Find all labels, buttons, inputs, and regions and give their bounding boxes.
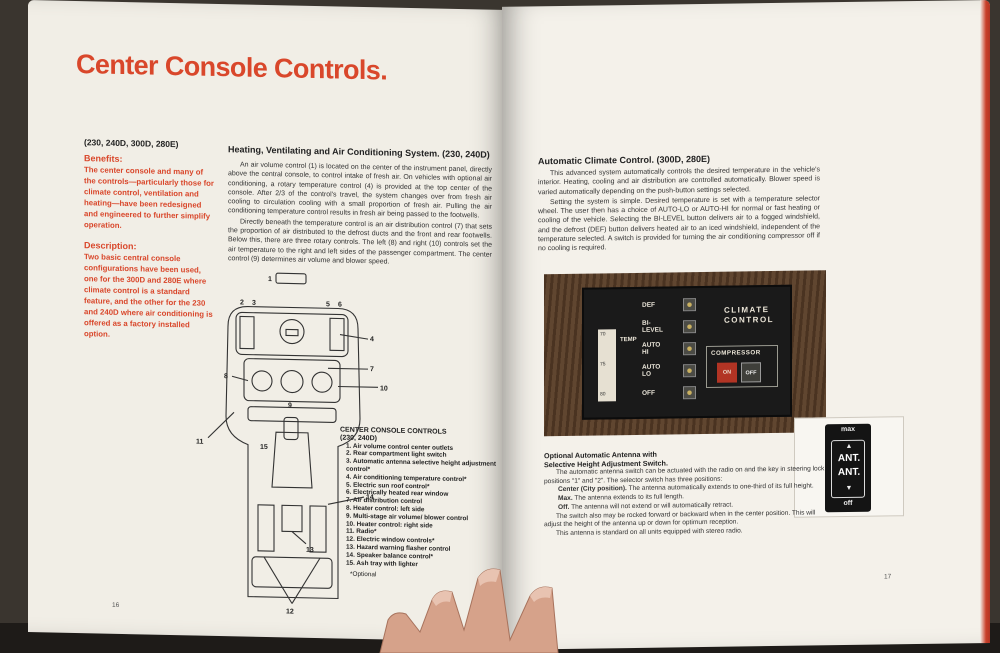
- page-title: Center Console Controls.: [76, 49, 388, 86]
- diagram-number-14: 14: [366, 494, 374, 501]
- diagram-number-8: 8: [224, 373, 228, 380]
- right-switch-stack: [329, 317, 345, 352]
- antenna-position-label: Center (City position).: [558, 485, 627, 494]
- leader-line: [291, 531, 307, 545]
- antenna-label: ANT.: [837, 452, 861, 465]
- auto-lo-button[interactable]: [683, 364, 696, 378]
- temperature-wheel: 70 75 80: [598, 329, 616, 402]
- console-diagram-drawing: 1 2 3 5 6 4 7 8 9 10 11 15 14 13 12: [196, 272, 388, 616]
- radio-outline: [247, 406, 337, 423]
- hvac-section-body: An air volume control (1) is located on …: [228, 160, 492, 270]
- left-heater-knob: [251, 370, 273, 392]
- antenna-position-label: Off.: [558, 503, 570, 511]
- antenna-max-label: max: [840, 425, 855, 434]
- antenna-body: The automatic antenna switch can be actu…: [544, 465, 834, 539]
- leader-line: [231, 375, 249, 382]
- antenna-position-label: Max.: [558, 494, 573, 503]
- leader-line: [327, 496, 365, 505]
- climate-section-body: This advanced system automatically contr…: [538, 165, 820, 255]
- bilevel-button-label: BI- LEVEL: [642, 319, 663, 334]
- antenna-heading: Optional Automatic Antenna with Selectiv…: [544, 449, 668, 469]
- climate-paragraph: This advanced system automatically contr…: [538, 166, 820, 196]
- hand-image: [379, 568, 559, 653]
- hvac-paragraph: An air volume control (1) is located on …: [228, 161, 492, 220]
- console-outline: [225, 306, 361, 600]
- diagram-number-2: 2: [240, 299, 244, 306]
- off-button[interactable]: [683, 386, 696, 400]
- ash-tray: [251, 556, 333, 589]
- page-number-left: 16: [112, 601, 120, 609]
- shifter-boot: [271, 431, 313, 489]
- page-number-right: 17: [884, 573, 892, 581]
- leader-line: [263, 556, 293, 604]
- air-volume-control-outline: [275, 272, 307, 285]
- leader-line: [338, 385, 378, 388]
- leader-line: [291, 557, 321, 604]
- shift-knob: [283, 416, 299, 441]
- diagram-number-6: 6: [338, 301, 342, 308]
- diagram-number-12: 12: [286, 608, 294, 615]
- climate-paragraph: Setting the system is simple. Desired te…: [538, 195, 820, 253]
- temp-mark: 75: [600, 361, 606, 368]
- temp-mark: 80: [600, 391, 606, 398]
- temp-label: TEMP: [620, 336, 637, 344]
- right-heater-knob: [311, 371, 333, 393]
- diagram-number-9: 9: [288, 402, 292, 409]
- climate-control-photo: 70 75 80 TEMP DEF BI- LEVEL AUTO HI AUTO…: [544, 270, 826, 437]
- leader-line: [207, 411, 235, 439]
- benefits-text: The center console and many of the contr…: [84, 165, 214, 230]
- leader-line: [339, 333, 369, 340]
- antenna-position-text: The antenna will not extend or will auto…: [571, 501, 734, 511]
- bilevel-button[interactable]: [683, 320, 696, 334]
- diagram-number-5: 5: [326, 301, 330, 308]
- diagram-number-13: 13: [306, 547, 314, 554]
- def-button[interactable]: [683, 298, 696, 312]
- def-button-label: DEF: [642, 301, 655, 309]
- diagram-number-3: 3: [252, 300, 256, 307]
- right-window-switches: [309, 505, 327, 553]
- antenna-position-text: The antenna extends to its full length.: [574, 493, 684, 502]
- hvac-section-title: Heating, Ventilating and Air Conditionin…: [228, 144, 490, 160]
- rotary-control-panel: [243, 358, 341, 403]
- hvac-paragraph: Directly beneath the temperature control…: [228, 218, 492, 266]
- antenna-label: ANT.: [837, 466, 861, 479]
- up-arrow-icon: ▲: [845, 442, 853, 451]
- diagram-number-11: 11: [196, 439, 204, 446]
- left-page: Center Console Controls. (230, 240D, 300…: [28, 0, 506, 643]
- climate-control-panel: 70 75 80 TEMP DEF BI- LEVEL AUTO HI AUTO…: [582, 284, 792, 420]
- hazard-switch: [281, 504, 303, 533]
- antenna-position-text: The antenna automatically extends to one…: [628, 482, 814, 493]
- temperature-knob: [279, 318, 305, 345]
- models-label: (230, 240D, 300D, 280E): [84, 137, 179, 150]
- blower-knob: [280, 369, 304, 394]
- compressor-on-button[interactable]: ON: [717, 362, 737, 383]
- climate-section-title: Automatic Climate Control. (300D, 280E): [538, 153, 711, 167]
- down-arrow-icon: ▼: [845, 484, 853, 493]
- auto-hi-button-label: AUTO HI: [642, 341, 661, 356]
- off-button-label: OFF: [642, 389, 655, 397]
- auto-hi-button[interactable]: [683, 342, 696, 356]
- left-window-switches: [257, 504, 275, 552]
- console-diagram: 1 2 3 5 6 4 7 8 9 10 11 15 14 13 12: [188, 265, 398, 619]
- compressor-off-button[interactable]: OFF: [741, 362, 761, 383]
- temp-mark: 70: [600, 331, 606, 338]
- antenna-rocker[interactable]: ▲ ANT. ANT. ▼: [831, 439, 865, 499]
- diagram-number-7: 7: [370, 366, 374, 373]
- left-switch-stack: [239, 315, 255, 350]
- leader-line: [328, 367, 368, 370]
- compressor-switch-box: COMPRESSOR ON OFF: [706, 344, 778, 388]
- climate-control-label: CLIMATE CONTROL: [724, 305, 775, 325]
- diagram-number-15: 15: [260, 444, 268, 451]
- diagram-number-1: 1: [268, 276, 272, 283]
- auto-lo-button-label: AUTO LO: [642, 363, 661, 378]
- compressor-label: COMPRESSOR: [711, 349, 761, 357]
- diagram-number-4: 4: [370, 336, 374, 343]
- diagram-number-10: 10: [380, 385, 388, 392]
